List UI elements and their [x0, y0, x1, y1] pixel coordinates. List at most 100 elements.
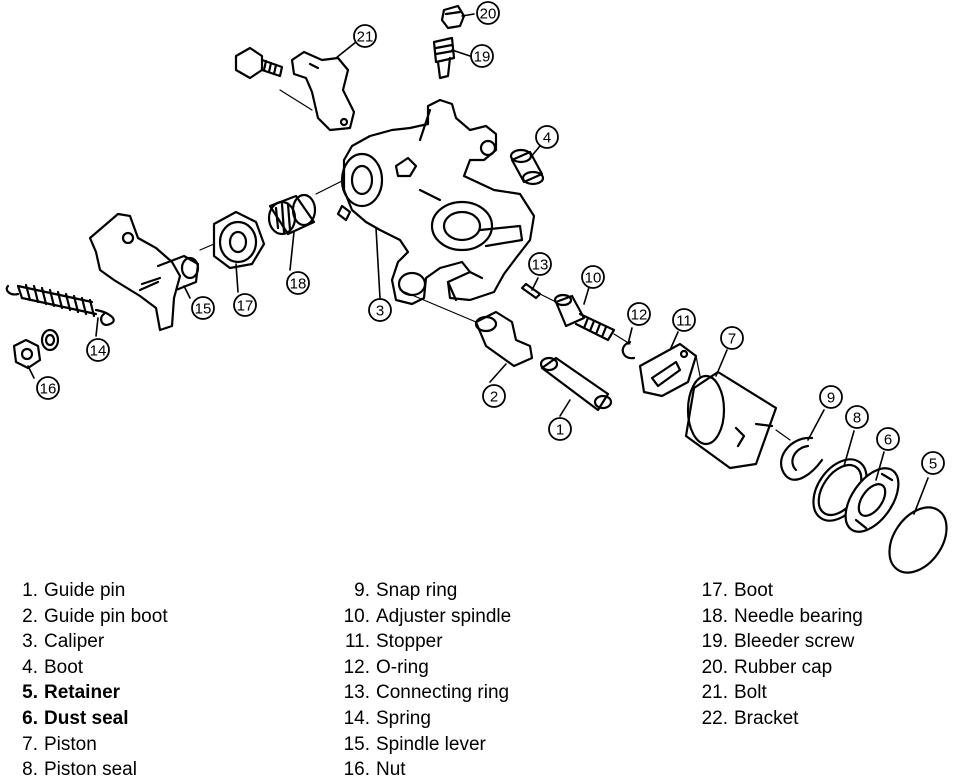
legend-label: Boot	[44, 656, 84, 678]
part-bracket-plate	[290, 50, 356, 132]
exploded-caliper-diagram: 20 19 21 4 5 6 8 7 9 10 11 12 13 14 15 1…	[5, 1, 948, 574]
legend-label: Guide pin	[44, 580, 126, 601]
part-spindle-lever	[88, 212, 200, 332]
legend-number: 1.	[22, 580, 38, 601]
part-boot-17	[212, 210, 266, 270]
legend-label: Bracket	[734, 707, 799, 729]
legend-column-2: 9. Snap ring 10. Adjuster spindle 11. Stopp…	[336, 578, 512, 783]
callout-5: 5	[929, 456, 937, 473]
legend-label: Stopper	[376, 631, 443, 653]
legend-item: 8. Piston seal	[14, 757, 168, 783]
legend-item: 9. Snap ring	[336, 578, 511, 604]
legend-label: O-ring	[376, 656, 429, 678]
legend-label: Piston seal	[44, 759, 137, 781]
part-rubber-cap	[440, 4, 466, 30]
part-guide-pin-boot	[474, 310, 534, 368]
part-snap-ring	[780, 436, 824, 481]
legend-number: 21.	[701, 682, 728, 704]
legend-item: 2. Guide pin boot	[14, 604, 168, 630]
part-needle-bearing	[267, 193, 317, 236]
legend-label: Dust seal	[44, 707, 129, 729]
legend-item: 10. Adjuster spindle	[336, 604, 512, 630]
legend-label: Nut	[376, 759, 406, 781]
part-retainer	[888, 506, 948, 574]
legend-label: Retainer	[44, 682, 121, 704]
legend-number: 7.	[22, 733, 38, 755]
callout-20: 20	[480, 6, 497, 23]
legend-item: 12. O-ring	[336, 655, 511, 681]
part-caliper-body	[336, 98, 536, 306]
legend-item: 22. Bracket	[694, 706, 863, 732]
callout-18: 18	[290, 276, 307, 293]
callout-12: 12	[631, 307, 648, 324]
legend-label: Boot	[734, 580, 774, 601]
legend-column-3: 17. Boot 18.Needle bearing 19.Bleeder scr…	[694, 578, 863, 732]
callout-9: 9	[827, 390, 835, 407]
callout-6: 6	[884, 432, 892, 449]
legend-item: 4. Boot	[14, 655, 168, 681]
legend-number: 22.	[701, 707, 728, 729]
callout-15: 15	[195, 301, 212, 318]
legend-label: Needle bearing	[734, 605, 863, 627]
legend-item: 15.Spindle lever	[336, 732, 511, 758]
legend-label: Rubber cap	[734, 656, 833, 678]
legend-label: Snap ring	[376, 580, 458, 601]
part-dust-seal	[844, 467, 900, 533]
part-bolt-21	[234, 46, 284, 80]
legend-label: Bleeder screw	[734, 631, 855, 653]
legend-number: 14.	[343, 707, 370, 729]
callout-13: 13	[532, 257, 549, 274]
legend-label: Connecting ring	[376, 682, 510, 704]
legend-item: 11. Stopper	[336, 629, 511, 655]
legend-label: Adjuster spindle	[376, 605, 512, 627]
callout-19: 19	[474, 49, 491, 66]
part-washer	[40, 328, 60, 352]
callout-10: 10	[585, 270, 602, 287]
legend-number: 11.	[344, 631, 370, 653]
callout-16: 16	[40, 381, 57, 398]
callout-17: 17	[237, 298, 254, 315]
legend-number: 20.	[701, 656, 728, 678]
legend-item: 1. Guide pin	[14, 578, 168, 604]
legend-number: 8.	[22, 759, 38, 781]
part-nut	[12, 338, 42, 370]
legend-number: 17.	[701, 580, 728, 601]
legend-label: Caliper	[44, 631, 105, 653]
part-boot-4	[509, 148, 545, 186]
legend-item: 14. Spring	[336, 706, 511, 732]
callout-21: 21	[357, 29, 374, 46]
legend-number: 5.	[22, 682, 38, 704]
legend-item: 16. Nut	[336, 757, 511, 783]
legend-item: 17. Boot	[694, 578, 863, 604]
callout-4: 4	[543, 130, 551, 147]
legend-number: 2.	[22, 605, 38, 627]
callout-14: 14	[90, 343, 107, 360]
legend-item: 21. Bolt	[694, 680, 863, 706]
part-connecting-ring	[520, 282, 542, 300]
callout-8: 8	[853, 410, 861, 427]
legend-label: Bolt	[734, 682, 767, 704]
part-spring	[5, 283, 115, 326]
legend-item: 7. Piston	[14, 732, 168, 758]
callout-7: 7	[728, 331, 736, 348]
part-bleeder-screw	[432, 36, 456, 80]
legend-number: 15.	[343, 733, 370, 755]
legend-number: 10.	[343, 605, 370, 627]
legend-item: 20. Rubber cap	[694, 655, 863, 681]
legend-label: Spring	[376, 707, 431, 729]
part-adjuster-spindle	[553, 293, 616, 342]
legend-column-1: 1. Guide pin 2. Guide pin boot 3. Caliper 4…	[14, 578, 168, 783]
legend-number: 9.	[354, 580, 370, 601]
legend-label: Piston	[44, 733, 97, 755]
legend-number: 4.	[22, 656, 38, 678]
legend-item: 18.Needle bearing	[694, 604, 863, 630]
legend-number: 3.	[22, 631, 38, 653]
legend-item: 19.Bleeder screw	[694, 629, 863, 655]
legend-item: 5. Retainer	[14, 680, 168, 706]
legend-number: 16.	[343, 759, 370, 781]
legend-item: 6.Dust seal	[14, 706, 168, 732]
legend-item: 3. Caliper	[14, 629, 168, 655]
legend-label: Guide pin boot	[44, 605, 168, 627]
callout-1: 1	[556, 422, 564, 439]
legend-number: 12.	[343, 656, 370, 678]
